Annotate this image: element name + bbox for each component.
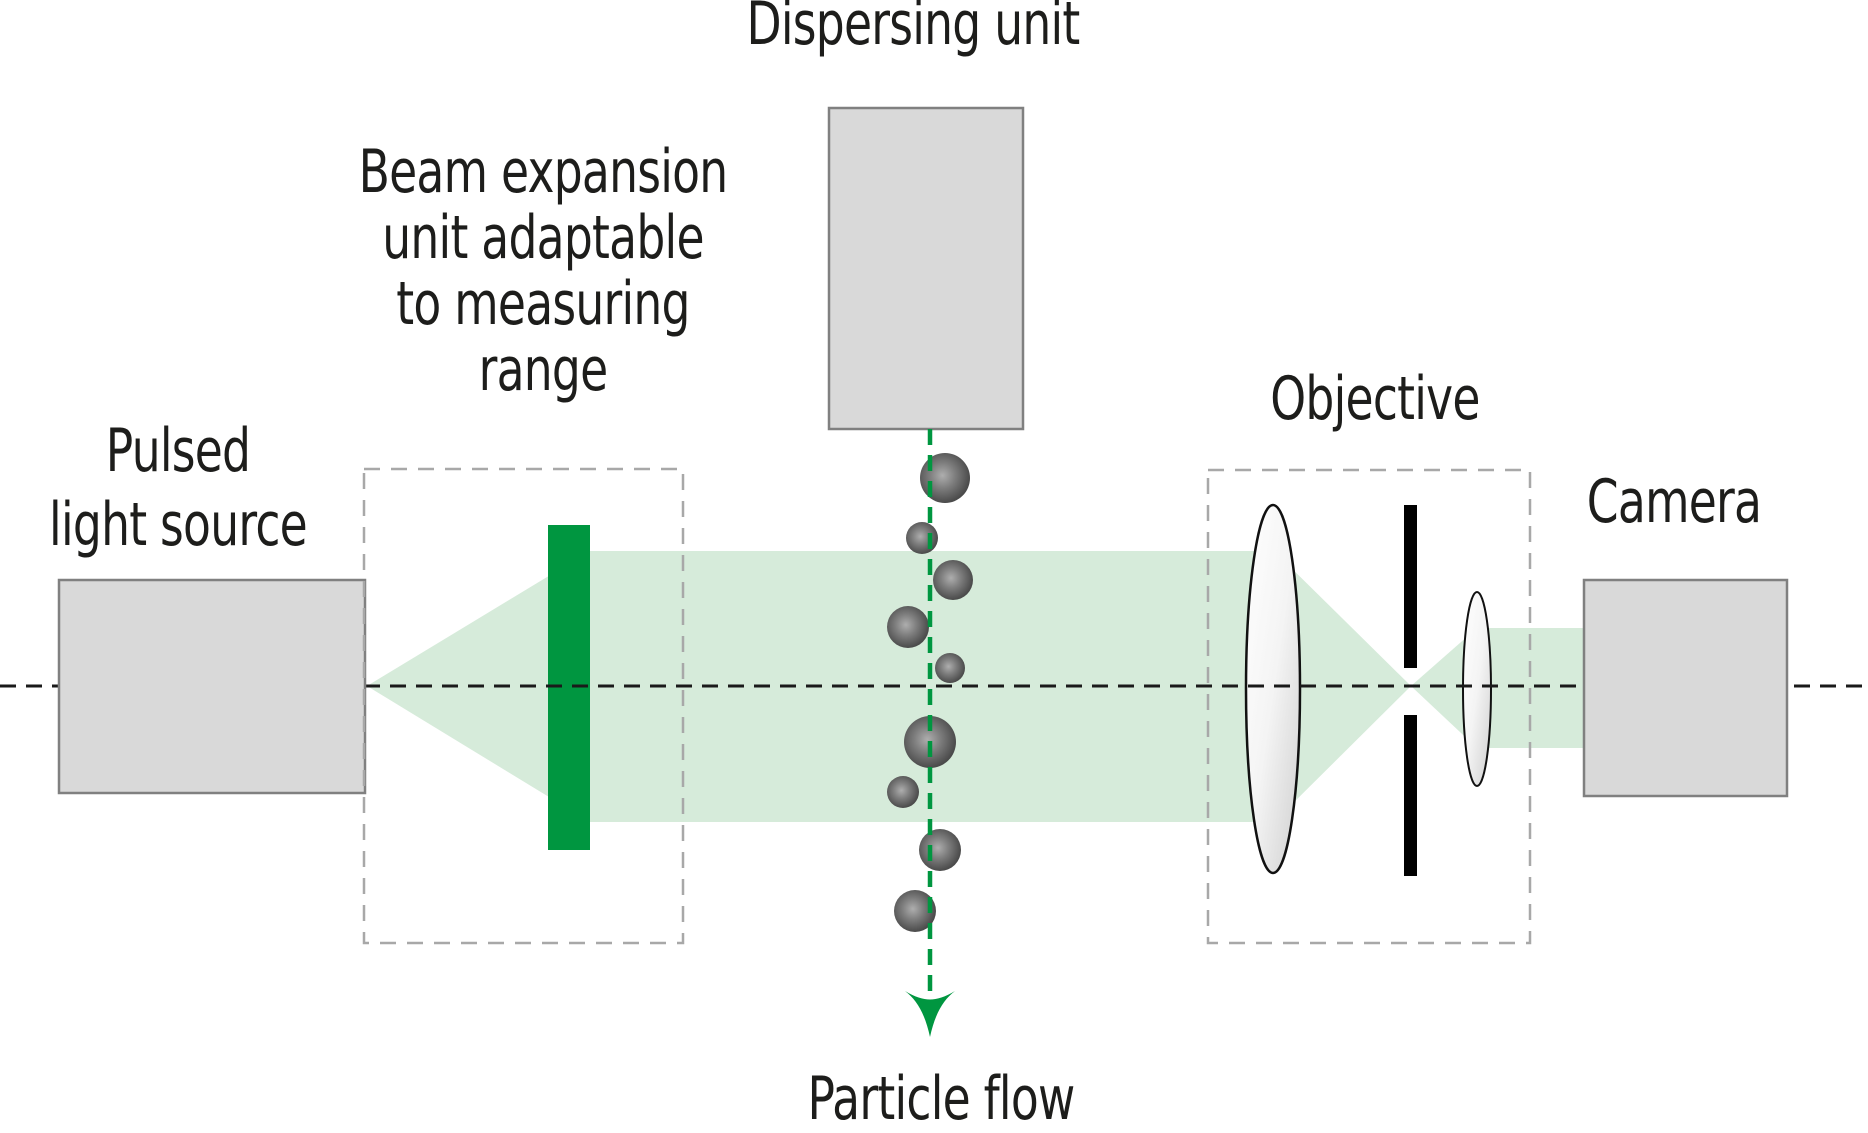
beam-converging-cone (1274, 551, 1411, 822)
objective-unit-outline (1206, 468, 1532, 945)
particle (887, 776, 919, 808)
particles (887, 453, 973, 932)
particle (894, 890, 936, 932)
particle-flow-label: Particle flow (807, 1064, 1075, 1133)
aperture-stop (1404, 505, 1417, 876)
particle-flow-arrowhead (905, 991, 955, 1037)
particle (935, 653, 965, 683)
pulsed-light-source-label: Pulsed light source (49, 414, 308, 562)
particle (933, 560, 973, 600)
aperture-bar-top (1404, 505, 1417, 668)
objective-lens (1244, 503, 1302, 875)
beam-expansion-label-line1: Beam expansion (358, 137, 729, 207)
objective-label: Objective (1270, 364, 1480, 434)
beam-expansion-label-line2: unit adaptable (382, 203, 704, 273)
beam-expansion-label-line3: to measuring (396, 269, 690, 339)
particle (887, 606, 929, 648)
beam-diverging-cone (1411, 628, 1477, 748)
particle (906, 522, 938, 554)
particle (920, 453, 970, 503)
beam-expansion-unit-outline (362, 467, 685, 945)
particle (919, 829, 961, 871)
pulsed-light-source-label-line1: Pulsed (105, 416, 251, 486)
dispersing-unit-box (827, 106, 1025, 431)
relay-lens (1462, 591, 1492, 787)
pulsed-light-source-box (57, 578, 367, 795)
dispersing-unit-label: Dispersing unit (746, 0, 1080, 59)
camera-label: Camera (1586, 467, 1762, 537)
camera-box (1582, 578, 1789, 798)
beam-expansion-label-line4: range (478, 335, 609, 405)
aperture-bar-bottom (1404, 715, 1417, 876)
beam-expansion-label: Beam expansion unit adaptable to measuri… (358, 137, 729, 405)
pulsed-light-source-label-line2: light source (49, 490, 308, 560)
